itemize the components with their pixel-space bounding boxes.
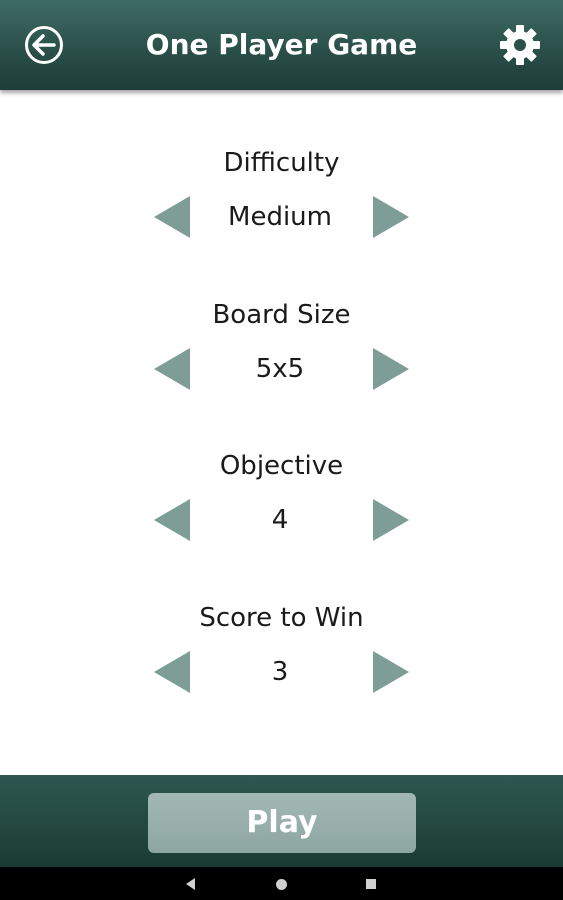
board-size-label: Board Size: [212, 300, 351, 330]
score-to-win-increase-arrow[interactable]: [373, 651, 409, 693]
gear-icon: [500, 25, 540, 65]
difficulty-value: Medium: [228, 202, 332, 232]
score-to-win-label: Score to Win: [199, 603, 364, 633]
back-button[interactable]: [24, 25, 64, 65]
settings-panel: Difficulty Medium Board Size 5x5 Objecti…: [0, 90, 563, 775]
nav-back-icon[interactable]: [186, 878, 195, 890]
objective-decrease-arrow[interactable]: [154, 499, 190, 541]
board-size-increase-arrow[interactable]: [373, 348, 409, 390]
difficulty-decrease-arrow[interactable]: [154, 196, 190, 238]
objective-value: 4: [271, 505, 289, 535]
settings-button[interactable]: [499, 24, 541, 66]
score-to-win-decrease-arrow[interactable]: [154, 651, 190, 693]
page-title: One Player Game: [145, 28, 418, 61]
system-nav-bar: [0, 867, 563, 900]
difficulty-increase-arrow[interactable]: [373, 196, 409, 238]
board-size-decrease-arrow[interactable]: [154, 348, 190, 390]
top-bar: One Player Game: [0, 0, 563, 90]
nav-home-icon[interactable]: [276, 879, 287, 890]
play-button[interactable]: Play: [148, 793, 416, 853]
arrow-left-circle-icon: [25, 26, 63, 64]
nav-recents-icon[interactable]: [366, 879, 376, 889]
bottom-bar: Play: [0, 775, 563, 867]
objective-increase-arrow[interactable]: [373, 499, 409, 541]
difficulty-label: Difficulty: [223, 148, 340, 178]
score-to-win-value: 3: [271, 657, 289, 687]
board-size-value: 5x5: [255, 354, 305, 384]
objective-label: Objective: [219, 451, 344, 481]
